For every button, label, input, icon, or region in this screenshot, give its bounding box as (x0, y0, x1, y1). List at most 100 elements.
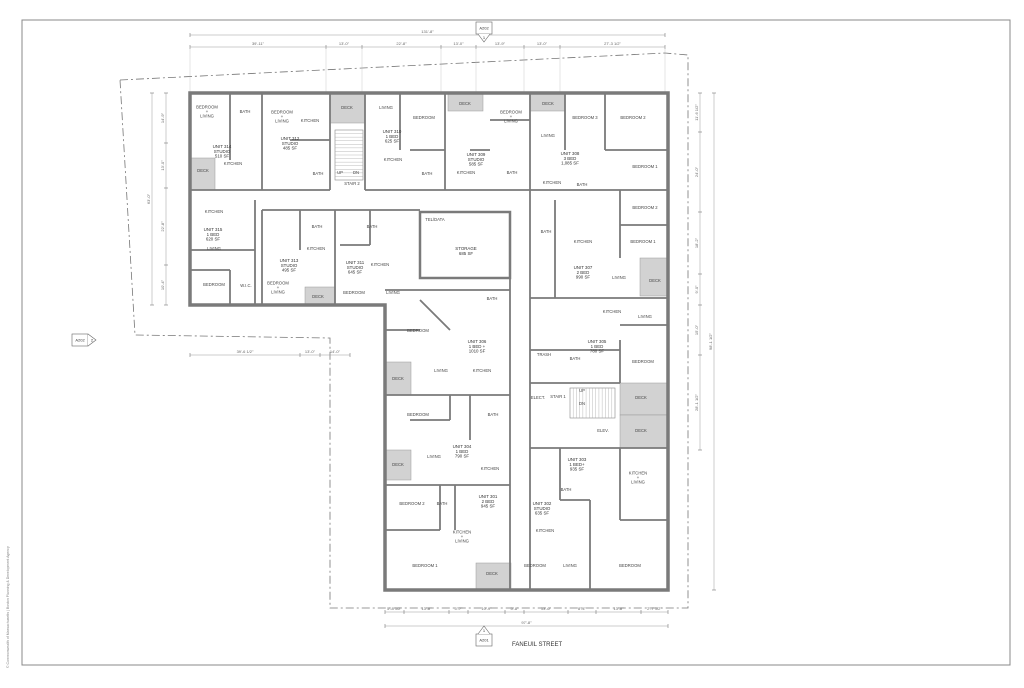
section-sheet-label: A202 (75, 338, 85, 343)
room-label: W.I.C. (240, 283, 251, 288)
room-label: BEDROOM (407, 328, 429, 333)
dimension-label: 10'-9" (481, 606, 492, 611)
room-labels: BEDROOM+LIVING BATH KITCHEN DECK BEDROOM+LIV… (196, 101, 661, 576)
dimension-label: 39'-11" (252, 41, 265, 46)
room-label: KITCHEN (457, 170, 475, 175)
room-label: BATH (367, 224, 378, 229)
deck-area (385, 449, 412, 481)
room-label: TEL/DATA (425, 217, 445, 222)
room-label: UP (337, 170, 343, 175)
street-label: FANEUIL STREET (512, 642, 562, 648)
stairs (334, 129, 616, 419)
dimension-label: 5'-8 1/2" (387, 606, 402, 611)
room-label: DECK (197, 168, 209, 173)
room-label: DECK (459, 101, 471, 106)
dimension-label: 5'-7" (455, 606, 464, 611)
room-label: BEDROOM+LIVING (267, 280, 289, 294)
room-label: BATH (487, 296, 498, 301)
room-label: LIVING (427, 454, 441, 459)
room-label: DECK (649, 278, 661, 283)
room-label: BEDROOM 2 (620, 115, 646, 120)
section-number: 1 (483, 35, 486, 40)
room-label: LIVING (612, 275, 626, 280)
dimension-label: 13'-0" (339, 41, 350, 46)
room-label: BATH (437, 501, 448, 506)
dimension-label: 5'-8" (511, 606, 520, 611)
property-line (119, 52, 689, 609)
dimension-label: 11'-6 1/2" (694, 104, 699, 121)
room-label: BATH (561, 487, 572, 492)
room-label: KITCHEN (205, 209, 223, 214)
dimension-label: 98'-1 1/2" (708, 332, 713, 349)
dimension-label: 63'-0" (146, 193, 151, 204)
room-label: BEDROOM 2 (632, 205, 658, 210)
dimension-label: 39'-6 1/2" (237, 349, 254, 354)
dimension-label: 13'-0" (305, 349, 316, 354)
room-label: BATH (313, 171, 324, 176)
interior-wall (419, 299, 451, 331)
room-label: BATH (240, 109, 251, 114)
dimension-label: 13'-8" (613, 606, 624, 611)
room-label: BATH (488, 412, 499, 417)
section-number: 2 (91, 338, 94, 343)
room-label: BEDROOM (407, 412, 429, 417)
section-arrow-icon (477, 625, 491, 635)
dimension-label: 13'-0" (160, 160, 165, 171)
deck-area (385, 361, 412, 396)
room-label: KITCHEN (224, 161, 242, 166)
room-label: BEDROOM (632, 359, 654, 364)
room-label: KITCHEN (371, 262, 389, 267)
room-label: KITCHEN (384, 157, 402, 162)
room-label: BATH (541, 229, 552, 234)
room-label: BEDROOM 3 (572, 115, 598, 120)
room-label: DECK (392, 462, 404, 467)
room-label: KITCHEN (307, 246, 325, 251)
room-label: KITCHEN (603, 309, 621, 314)
section-arrow-icon (87, 333, 97, 347)
room-label: KITCHEN (574, 239, 592, 244)
dimension-label: 8'-4" (578, 606, 587, 611)
room-label: BEDROOM (343, 290, 365, 295)
room-label: LIVING (638, 314, 652, 319)
room-label: BEDROOM 1 (630, 239, 656, 244)
deck-area (189, 157, 216, 191)
room-label: DN (353, 170, 359, 175)
room-label: KITCHEN+LIVING (629, 470, 647, 484)
room-label: KITCHEN (536, 528, 554, 533)
room-label: BEDROOM 1 (412, 563, 438, 568)
dimension-label: 9'-0" (694, 285, 699, 294)
room-label: BEDROOM+LIVING (196, 104, 218, 118)
deck-area (619, 382, 669, 416)
room-label: DECK (341, 105, 353, 110)
deck-area (639, 257, 669, 297)
deck-area (475, 562, 512, 591)
room-label: BATH (577, 182, 588, 187)
room-label: DECK (542, 101, 554, 106)
room-label: BATH (570, 356, 581, 361)
room-label: UP (579, 388, 585, 393)
dimension-label: 24'-0" (694, 166, 699, 177)
room-label: DECK (635, 395, 647, 400)
room-label: LIVING (563, 563, 577, 568)
dimension-label: 2'-7 1/2" (647, 606, 662, 611)
dimension-label: 13'-0" (453, 41, 464, 46)
room-label: ELECT. (531, 395, 545, 400)
section-sheet-label: A201 (479, 638, 489, 643)
dimension-label: 22'-8" (160, 221, 165, 232)
dimension-label: 97'-8" (521, 620, 532, 625)
